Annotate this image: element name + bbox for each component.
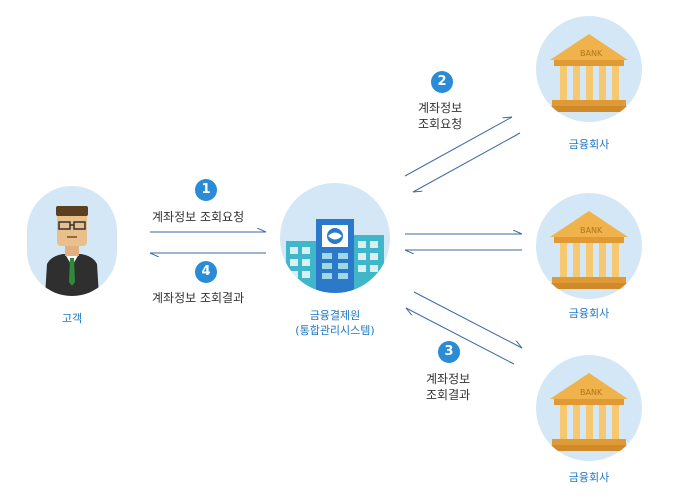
step-2-badge: 2	[431, 71, 453, 93]
bank-sign-middle: BANK	[580, 226, 603, 235]
bank-circle-top: BANK	[536, 16, 642, 122]
system-circle	[280, 183, 390, 293]
arrow-request-to-bank-bottom	[413, 291, 522, 349]
person-icon	[27, 191, 117, 296]
step-1-text: 계좌정보 조회요청	[152, 210, 245, 224]
system-name: 금융결제원	[309, 309, 361, 322]
customer-circle	[27, 186, 117, 296]
step-1-badge: 1	[195, 179, 217, 201]
bank-circle-middle: BANK	[536, 193, 642, 299]
bank-icon: BANK	[548, 34, 630, 112]
bank-circle-bottom: BANK	[536, 355, 642, 461]
bank-label-top: 금융회사	[568, 138, 610, 151]
bank-label-middle: 금융회사	[568, 307, 610, 320]
step-2-text-line2: 조회요청	[418, 117, 463, 131]
building-icon	[286, 219, 384, 293]
bank-sign-bottom: BANK	[580, 388, 603, 397]
step-3-text-line2: 조회결과	[426, 388, 471, 402]
step-4-badge: 4	[195, 261, 217, 283]
step-3-badge: 3	[438, 341, 460, 363]
arrow-result-from-bank-top	[412, 132, 521, 192]
bank-icon: BANK	[548, 211, 630, 289]
step-3-text-line1: 계좌정보	[426, 372, 471, 386]
bank-icon: BANK	[548, 373, 630, 451]
arrow-result-from-bank-bottom	[406, 307, 515, 365]
step-2-text-line1: 계좌정보	[418, 101, 463, 115]
bank-label-bottom: 금융회사	[568, 471, 610, 484]
customer-label: 고객	[61, 312, 83, 325]
bank-sign-top: BANK	[580, 49, 603, 58]
system-subtitle: (통합관리시스템)	[295, 324, 375, 337]
arrow-request-to-bank-top	[404, 117, 513, 177]
step-4-text: 계좌정보 조회결과	[152, 291, 245, 305]
